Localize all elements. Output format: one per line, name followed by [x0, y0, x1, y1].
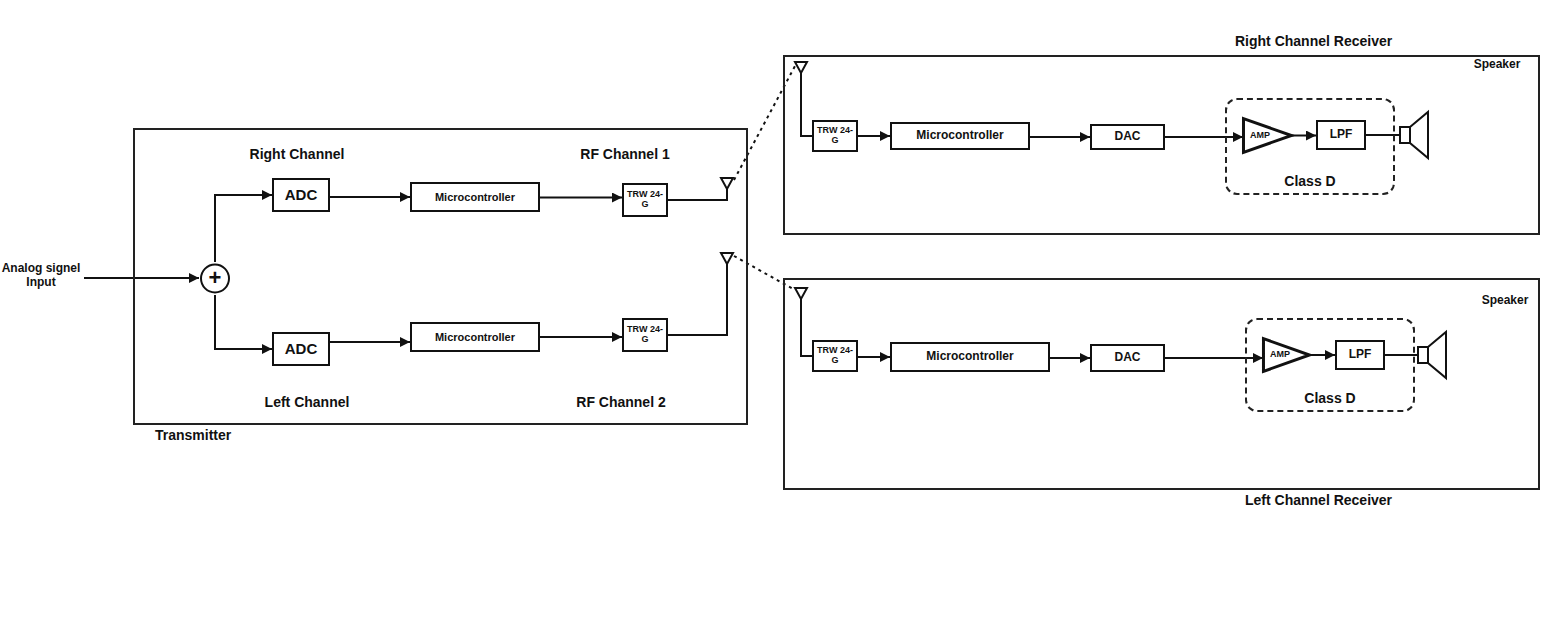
class-d-group: AMP LPF Class D — [1225, 98, 1395, 195]
block-label: Microcontroller — [435, 191, 515, 203]
dac-block: DAC — [1090, 124, 1165, 150]
microcontroller-block: Microcontroller — [410, 182, 540, 212]
microcontroller-block: Microcontroller — [410, 322, 540, 352]
block-label: AMP — [1270, 350, 1290, 360]
amplifier-symbol: AMP — [1263, 338, 1310, 372]
speaker-label: Speaker — [1470, 294, 1540, 308]
speaker-symbol — [1366, 112, 1428, 158]
block-label: TRW 24-G — [817, 126, 853, 146]
class-d-group: AMP LPF Class D — [1245, 318, 1415, 412]
microcontroller-block: Microcontroller — [890, 122, 1030, 150]
rf-module: TRW 24-G — [622, 183, 668, 217]
speaker-symbol — [1385, 332, 1446, 378]
lpf-block: LPF — [1316, 120, 1366, 150]
rf-channel-label: RF Channel 1 — [560, 146, 690, 162]
group-title: Class D — [1247, 391, 1413, 406]
signal-arrow — [540, 336, 622, 338]
tx-antenna-1 — [668, 178, 733, 200]
signal-arrow — [1165, 136, 1243, 138]
signal-arrow — [858, 356, 890, 358]
signal-arrow — [330, 196, 410, 198]
signal-arrow — [215, 295, 272, 349]
block-label: ADC — [285, 187, 318, 204]
signal-arrow — [1030, 136, 1090, 138]
input-label: Analog signel Input — [0, 262, 82, 290]
block-label: TRW 24-G — [627, 190, 663, 210]
block-label: TRW 24-G — [817, 346, 853, 366]
group-title: Left Channel Receiver — [1245, 493, 1392, 508]
receiver-box: TRW 24-GMicrocontrollerDACAMPLPFClass DR… — [783, 55, 1540, 235]
rx-antenna-left — [795, 288, 812, 356]
signal-arrow — [330, 341, 410, 343]
block-label: Microcontroller — [435, 331, 515, 343]
dac-block: DAC — [1090, 344, 1165, 372]
block-label: LPF — [1330, 128, 1353, 141]
signal-arrow — [1050, 357, 1090, 359]
rf-module: TRW 24-G — [812, 340, 858, 372]
lpf-block: LPF — [1335, 340, 1385, 370]
signal-arrow — [540, 197, 622, 199]
signal-arrow — [215, 195, 272, 262]
block-label: LPF — [1349, 348, 1372, 361]
amplifier-symbol: AMP — [1243, 118, 1292, 153]
block-label: AMP — [1250, 131, 1270, 141]
tx-antenna-2 — [668, 253, 733, 335]
block-label: ADC — [285, 341, 318, 358]
group-title: Right Channel Receiver — [1235, 34, 1392, 49]
channel-label: Right Channel — [232, 146, 362, 162]
rf-channel-label: RF Channel 2 — [556, 394, 686, 410]
rf-module: TRW 24-G — [812, 120, 858, 152]
microcontroller-block: Microcontroller — [890, 342, 1050, 372]
block-label: Microcontroller — [926, 350, 1013, 363]
group-title: Transmitter — [155, 428, 231, 443]
block-label: TRW 24-G — [627, 325, 663, 345]
input-arrow — [84, 277, 199, 279]
rf-module: TRW 24-G — [622, 318, 668, 352]
summing-junction: + — [200, 262, 230, 295]
rx-antenna-right — [795, 62, 812, 136]
receiver-box: TRW 24-G Microcontroller DAC AMP LPF Class DL… — [783, 278, 1540, 490]
block-label: + — [209, 266, 222, 290]
speaker-label: Speaker — [1462, 58, 1532, 72]
group-title: Class D — [1227, 174, 1393, 189]
signal-arrow — [1165, 357, 1263, 359]
rf-link — [734, 66, 795, 180]
block-label: DAC — [1115, 130, 1141, 143]
block-label: Microcontroller — [916, 129, 1003, 142]
signal-arrow — [858, 135, 890, 137]
adc-block: ADC — [272, 332, 330, 366]
rf-link — [734, 256, 795, 290]
adc-block: ADC — [272, 178, 330, 212]
block-label: DAC — [1115, 351, 1141, 364]
transmitter-box: +ADCMicrocontrollerTRW 24-GADCMicrocontr… — [133, 128, 748, 425]
channel-label: Left Channel — [242, 394, 372, 410]
